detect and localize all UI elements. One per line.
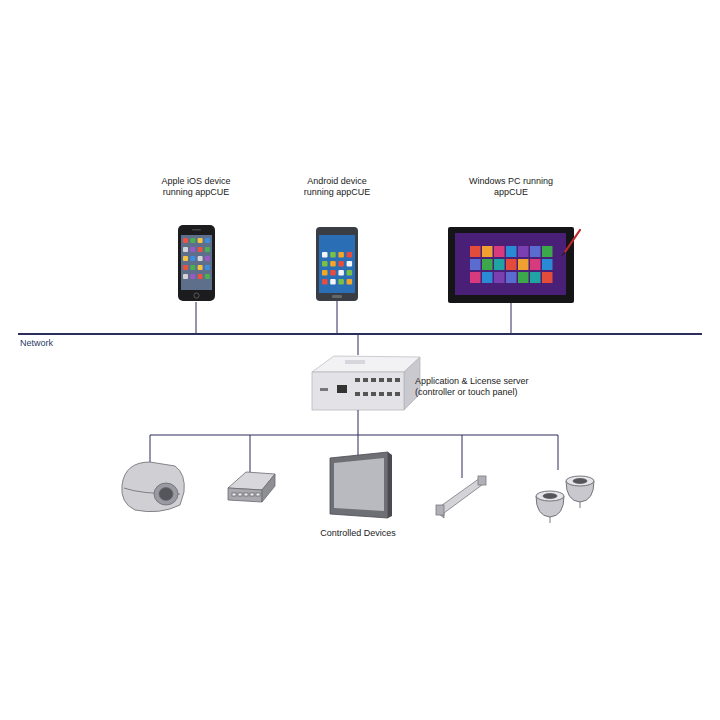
device-node: Application & License server (controller… [305, 355, 575, 411]
caption: Apple iOS device running appCUE [150, 176, 242, 198]
network-line: Network [18, 333, 702, 335]
monitor-illustration [330, 452, 392, 518]
device-node: Apple iOS device running appCUE [150, 176, 242, 302]
speaker-illustration [536, 476, 594, 523]
caption: Windows PC running appCUE [465, 176, 557, 198]
light-bar-illustration [436, 476, 486, 518]
group-label: Controlled Devices [320, 528, 396, 539]
iphone-illustration [178, 225, 215, 301]
network-label: Network [20, 338, 53, 349]
caption: Android device running appCUE [291, 176, 383, 198]
caption: Application & License server (controller… [415, 376, 565, 398]
android-phone-illustration [316, 227, 358, 301]
network-switch-illustration [228, 472, 275, 502]
server-illustration [312, 356, 420, 410]
windows-tablet-illustration [448, 227, 580, 303]
network-connector [511, 303, 512, 333]
device-node: Android device running appCUE [291, 176, 383, 301]
network-connector [337, 301, 338, 333]
device-node: Windows PC running appCUE [465, 176, 557, 303]
network-connector [196, 302, 197, 333]
network-connector [358, 335, 359, 355]
projector-illustration [122, 462, 185, 512]
